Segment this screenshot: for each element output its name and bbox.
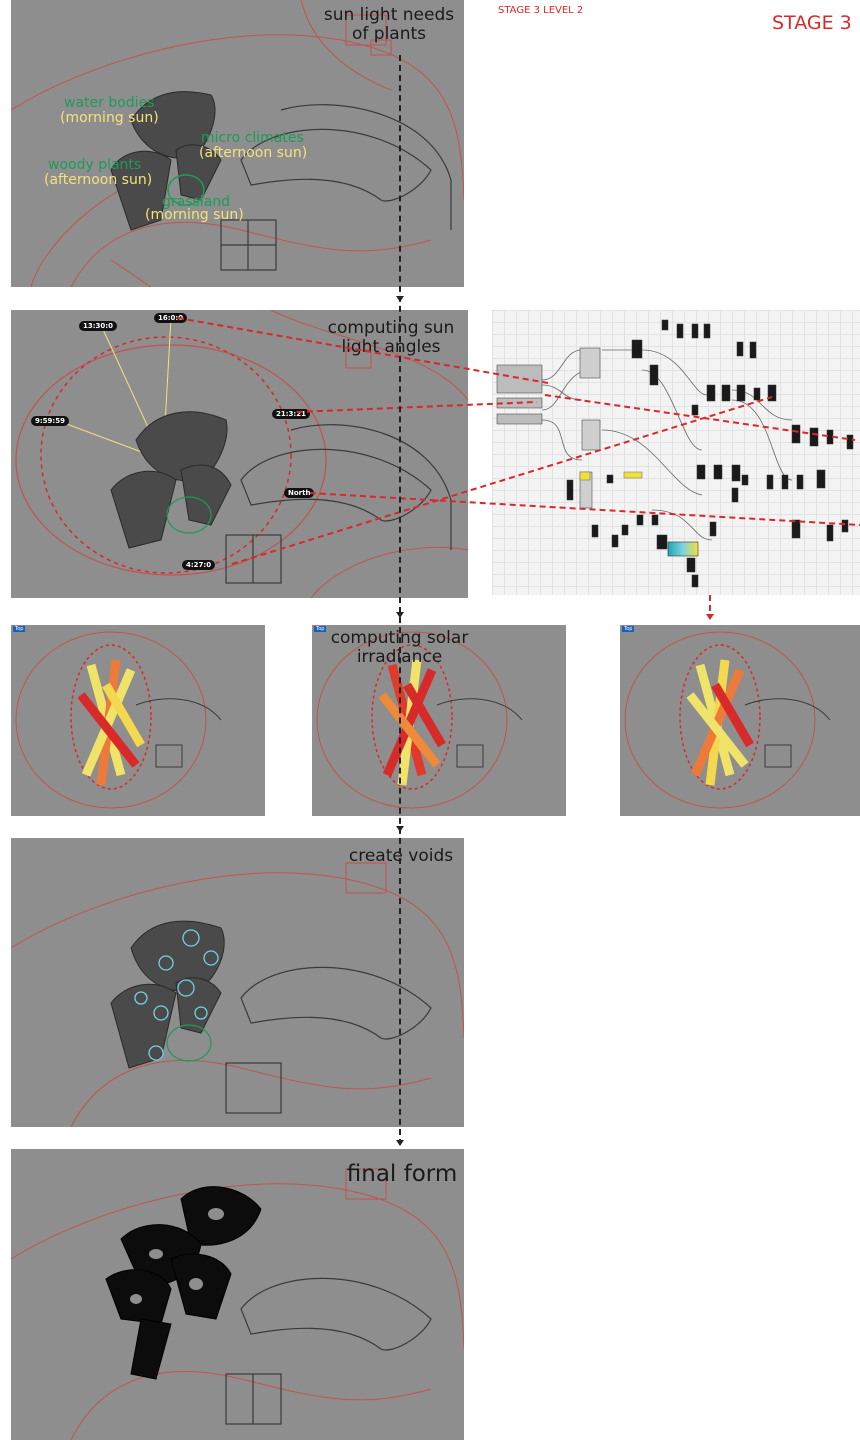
flow-arrow: [396, 612, 404, 618]
step-label-create-voids: create voids: [348, 846, 454, 866]
irradiance-drawing: [624, 631, 831, 809]
zone-sun-grass: (morning sun): [145, 207, 244, 223]
zone-sun-water: (morning sun): [60, 110, 159, 126]
sun-time-label: 4:27:0: [182, 560, 216, 570]
sun-time-label: 13:30:0: [79, 321, 117, 331]
stage-level-label: STAGE 3 LEVEL 2: [498, 5, 584, 16]
grasshopper-definition: [492, 310, 860, 595]
sun-path-drawing: [15, 310, 468, 598]
zone-name-micro: micro climates: [201, 130, 304, 146]
flow-arrow: [396, 1140, 404, 1146]
final-form-drawing: [11, 1168, 464, 1440]
node-graph: [496, 319, 854, 588]
viewport-tag: Top: [622, 626, 635, 632]
panel-sun-angles: 13:30:0 16:0:0 9:59:59 21:3:21 North 4:2…: [11, 310, 468, 598]
irradiance-drawing: [316, 631, 523, 809]
sun-time-label: 9:59:59: [31, 416, 69, 426]
connector-lines: [177, 317, 860, 620]
zone-name-water: water bodies: [64, 95, 155, 111]
panel-sun-needs: water bodies (morning sun) micro climate…: [11, 0, 464, 287]
voids-drawing: [11, 862, 464, 1127]
viewport-tag: Top: [13, 626, 26, 632]
irradiance-drawing: [15, 631, 222, 809]
panel-irradiance-center: Top computing solar irradiance: [312, 625, 566, 816]
panel-final-form: final form: [11, 1149, 464, 1440]
panel-create-voids: create voids: [11, 838, 464, 1127]
panel-irradiance-left: Top: [11, 625, 265, 816]
zone-name-grass: grassland: [162, 194, 231, 210]
zone-name-woody: woody plants: [48, 157, 142, 173]
step-label-sun-needs: sun light needs of plants: [323, 5, 455, 44]
panel-irradiance-right: Top: [620, 625, 860, 816]
north-label: North: [284, 488, 315, 498]
flow-arrow: [396, 826, 404, 832]
flow-line: [399, 55, 401, 1145]
site-plan-drawing: [11, 0, 464, 287]
flow-arrow: [396, 296, 404, 302]
zone-sun-micro: (afternoon sun): [199, 145, 308, 161]
step-label-final-form: final form: [346, 1161, 458, 1187]
sun-time-label: 21:3:21: [272, 409, 310, 419]
zone-sun-woody: (afternoon sun): [44, 172, 153, 188]
stage-title: STAGE 3: [772, 12, 852, 34]
sun-time-label: 16:0:0: [154, 313, 188, 323]
viewport-tag: Top: [314, 626, 327, 632]
